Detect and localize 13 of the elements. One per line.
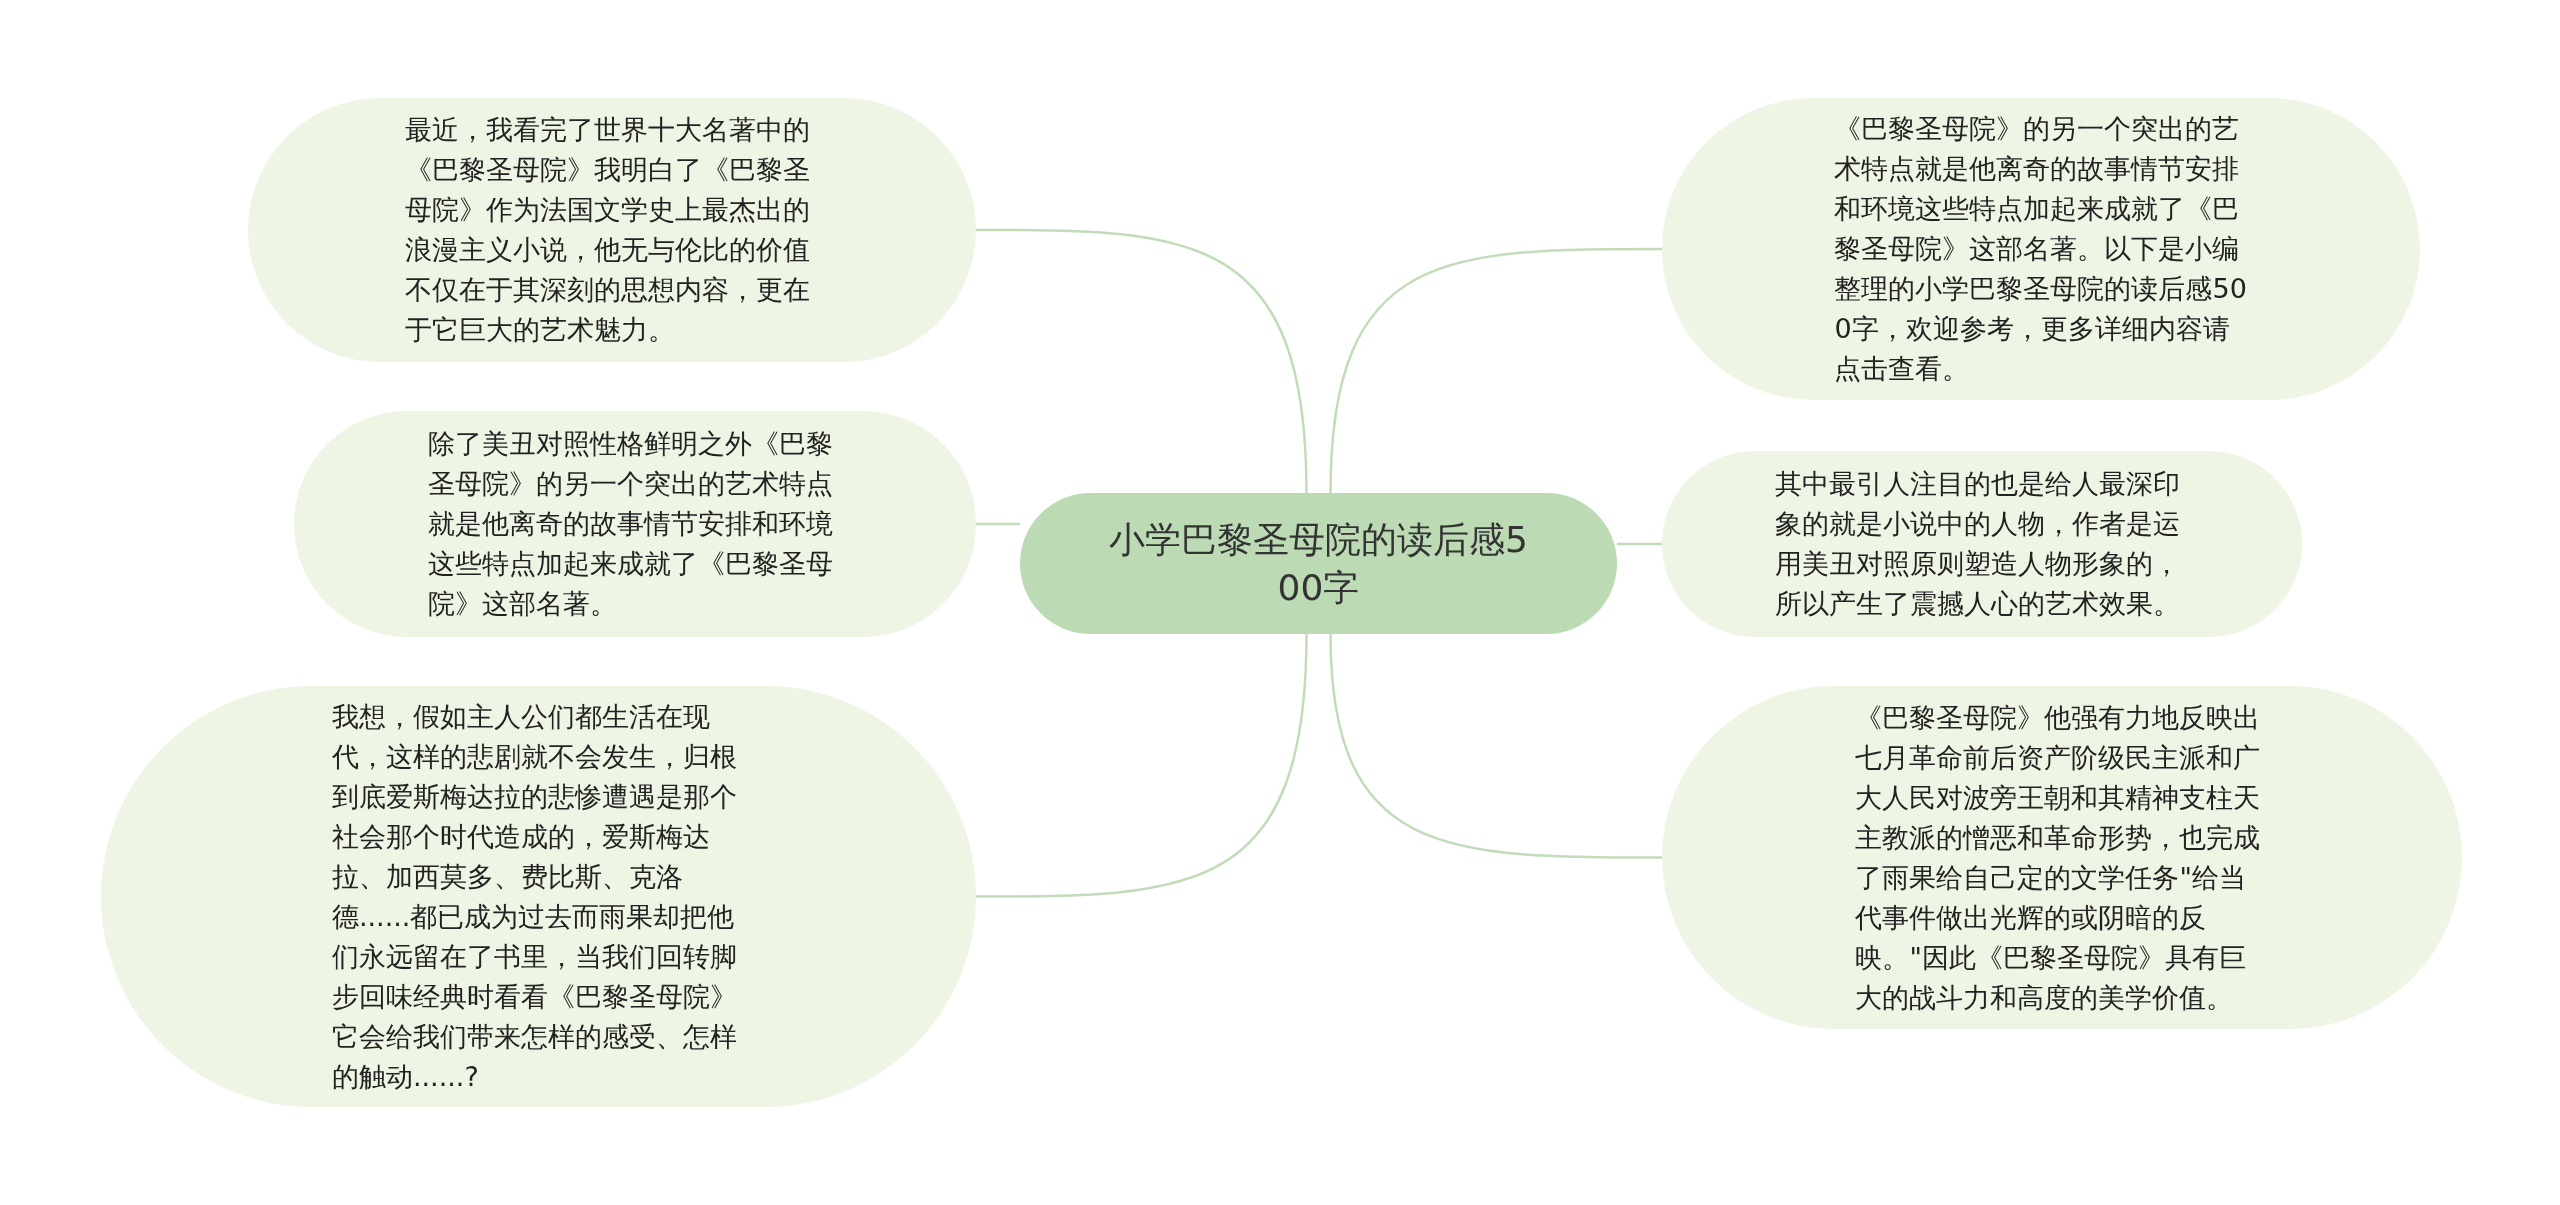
paragraph-text: 除了美丑对照性格鲜明之外《巴黎圣母院》的另一个突出的艺术特点就是他离奇的故事情节安排和环境这些特点加起来成就了《巴黎圣母院》这部名著。 [428,427,835,621]
topic-title: 小学巴黎圣母院的读后感500字 [1108,517,1529,610]
connector-line [1617,542,1662,546]
paragraph-text: 其中最引人注目的也是给人最深印象的就是小说中的人物，作者是运用美丑对照原则塑造人物形象的，所以产生了震撼人心的艺术效果。 [1775,467,2182,621]
connector-line [976,633,1308,898]
paragraph-text: 《巴黎圣母院》他强有力地反映出七月革命前后资产阶级民主派和广大人民对波旁王朝和其精神支柱天主教派的憎恶和革命形势，也完成了雨果给自己定的文学任务"给当代事件做出光辉的或阴暗的反映。"因此《巴黎圣母院》具有巨大的战斗力和高度的美学价值。 [1855,700,2262,1015]
paragraph-text: 最近，我看完了世界十大名著中的《巴黎圣母院》我明白了《巴黎圣母院》作为法国文学史上最杰出的浪漫主义小说，他无与伦比的价值不仅在于其深刻的思想内容，更在于它巨大的艺术魅力。 [405,113,812,347]
connector-line [976,522,1020,526]
connector-line [1329,633,1662,859]
paragraph-text: 我想，假如主人公们都生活在现代，这样的悲剧就不会发生，归根到底爱斯梅达拉的悲惨遭遇是那个社会那个时代造成的，爱斯梅达拉、加西莫多、费比斯、克洛德......都已成为过去而雨果却把他们永远留在了书里，当我们回转脚步回味经典时看看《巴黎圣母院》它会给我们带来怎样的感受、怎样的触动......? [331,699,738,1094]
paragraph-text: 《巴黎圣母院》的另一个突出的艺术特点就是他离奇的故事情节安排和环境这些特点加起来成就了《巴黎圣母院》这部名著。以下是小编整理的小学巴黎圣母院的读后感500字，欢迎参考，更多详细内容请点击查看。 [1834,112,2248,386]
connector-line [1329,247,1662,494]
connector-line [976,228,1308,494]
